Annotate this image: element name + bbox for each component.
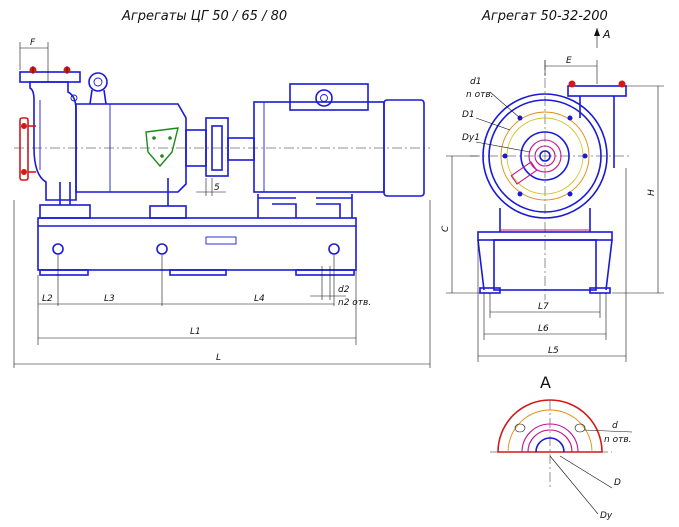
discharge-flange xyxy=(567,80,627,168)
dim-F: F xyxy=(19,38,49,82)
dim-L2-label: L2 xyxy=(42,294,53,304)
view-a-arrow-indicator: A xyxy=(594,28,611,48)
suction-flange xyxy=(19,117,36,181)
baseplate xyxy=(37,217,357,276)
dim-L-label: L xyxy=(216,353,221,363)
dim-F-label: F xyxy=(30,38,36,48)
view-a: d n отв. D Dy xyxy=(490,399,633,521)
pump-casing xyxy=(19,66,81,201)
dim-H-label: H xyxy=(647,189,657,196)
dim-E: E xyxy=(544,56,598,84)
motor xyxy=(253,83,425,218)
dim-d1-label: d1 xyxy=(470,77,481,87)
dim-n-holes-a-label: n отв. xyxy=(604,435,631,445)
dim-L5-label: L5 xyxy=(548,346,559,356)
dim-H: H xyxy=(612,85,664,294)
dim-D-label: D xyxy=(614,478,621,488)
dim-n-holes-label: n отв. xyxy=(466,90,493,100)
side-view: F 5 L2 L3 L4 L1 L xyxy=(13,38,431,368)
front-view-title: Агрегат 50-32-200 xyxy=(481,9,608,24)
dim-5: 5 xyxy=(196,178,226,196)
dim-C: C xyxy=(441,155,480,294)
coupling xyxy=(185,117,255,177)
dim-E-label: E xyxy=(566,56,572,66)
dim-Dy1-label: Dy1 xyxy=(462,133,480,143)
bottom-dimensions: L2 L3 L4 L1 L d2 n2 отв. xyxy=(13,200,431,368)
view-a-title: A xyxy=(540,373,551,392)
front-bottom-dimensions: L7 L6 L5 xyxy=(477,168,627,362)
dim-L3-label: L3 xyxy=(104,294,115,304)
dim-C-label: C xyxy=(441,225,451,232)
front-view: d1 n отв. D1 Dy1 E H C xyxy=(441,56,664,362)
dim-n2-holes-label: n2 отв. xyxy=(338,298,371,308)
dim-d-label: d xyxy=(612,421,618,431)
coupling-guard xyxy=(145,127,179,168)
dim-Dy-label: Dy xyxy=(600,511,613,521)
dim-L1-label: L1 xyxy=(190,327,201,337)
dim-d2-label: d2 xyxy=(338,285,350,295)
volute-front xyxy=(482,93,608,219)
dim-5-label: 5 xyxy=(214,183,220,193)
pump-support xyxy=(39,178,187,219)
front-leaders: d1 n отв. D1 Dy1 xyxy=(462,77,531,153)
front-base xyxy=(477,208,613,294)
side-view-title: Агрегаты ЦГ 50 / 65 / 80 xyxy=(121,9,287,24)
dim-D1-label: D1 xyxy=(462,110,475,120)
bearing-housing xyxy=(70,72,187,193)
dim-L4-label: L4 xyxy=(254,294,265,304)
dim-L7-label: L7 xyxy=(538,302,549,312)
view-a-arrow-label: A xyxy=(602,28,611,41)
dim-L6-label: L6 xyxy=(538,324,549,334)
